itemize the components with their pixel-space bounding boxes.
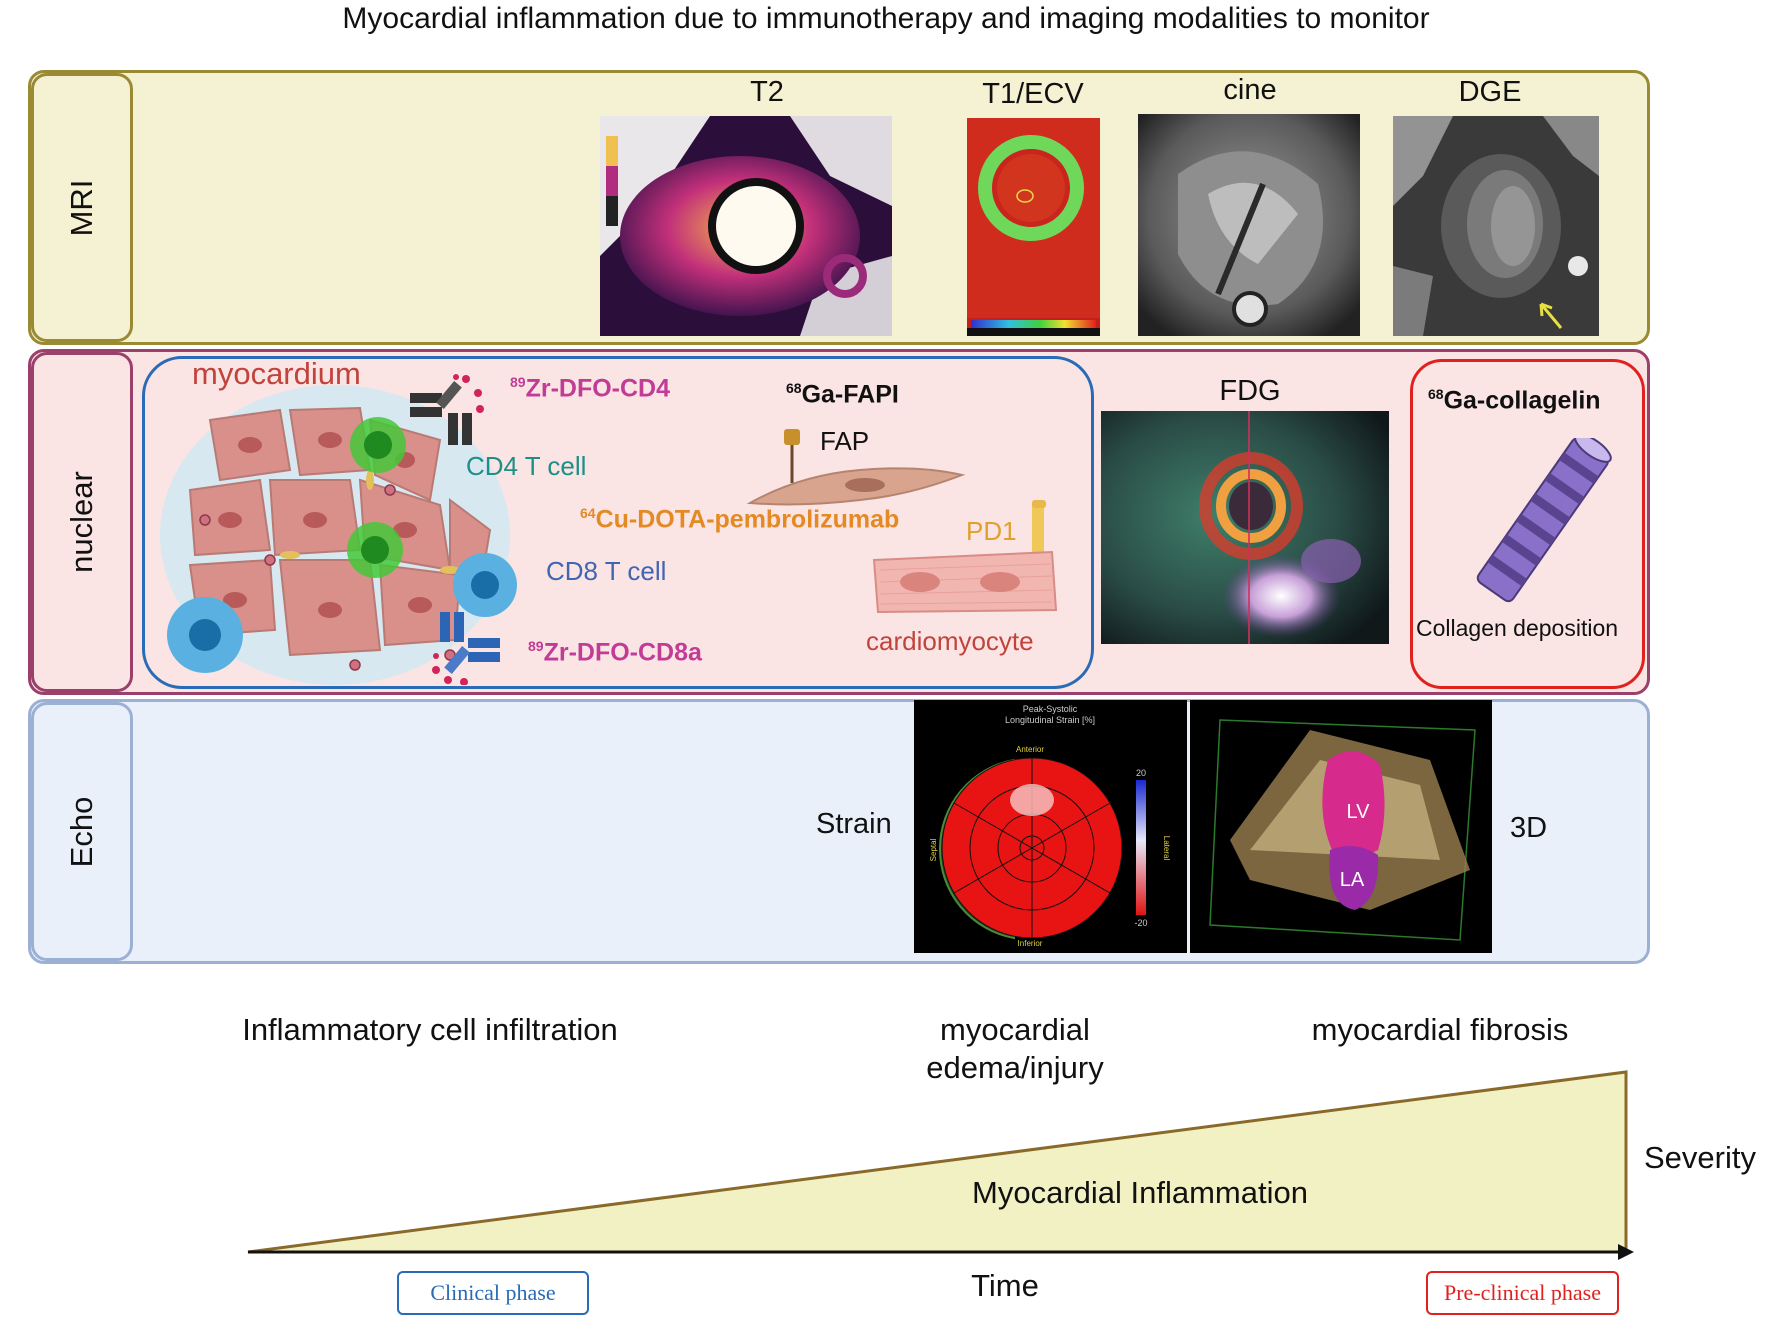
clinical-phase-badge: Clinical phase bbox=[397, 1271, 589, 1315]
collagen-fiber-icon bbox=[1468, 433, 1618, 608]
stage-edema-line2: edema/injury bbox=[926, 1050, 1104, 1085]
preclinical-phase-badge: Pre-clinical phase bbox=[1426, 1271, 1619, 1315]
time-label: Time bbox=[971, 1268, 1039, 1303]
fibroblast-illustration bbox=[740, 425, 970, 510]
triangle-label: Myocardial Inflammation bbox=[972, 1175, 1308, 1210]
cardiomyocyte-label: cardiomyocyte bbox=[866, 626, 1034, 656]
zr-cd4-tracer: 89Zr-DFO-CD4 bbox=[510, 374, 671, 403]
inflammation-triangle bbox=[240, 1066, 1640, 1286]
stage-infiltration: Inflammatory cell infiltration bbox=[242, 1012, 618, 1047]
strain-bullseye-image: Peak-Systolic Longitudinal Strain [%] An… bbox=[914, 700, 1187, 953]
t2-image bbox=[600, 116, 892, 336]
strain-septal: Septal bbox=[929, 838, 938, 861]
collagen-deposition-caption: Collagen deposition bbox=[1416, 615, 1619, 641]
zr-cd8-tracer: 89Zr-DFO-CD8a bbox=[528, 638, 702, 667]
pd1-label: PD1 bbox=[966, 516, 1017, 546]
stage-fibrosis: myocardial fibrosis bbox=[1311, 1012, 1569, 1047]
cd4-antibody-icon bbox=[408, 373, 488, 448]
cine-label: cine bbox=[1223, 74, 1277, 106]
strain-scale-top: 20 bbox=[1136, 768, 1146, 778]
echo-row-label: Echo bbox=[31, 702, 133, 961]
strain-scale-bottom: -20 bbox=[1134, 918, 1147, 928]
lv-label: LV bbox=[1347, 801, 1371, 823]
myocardium-panel bbox=[142, 356, 1094, 689]
cine-image bbox=[1138, 114, 1360, 336]
mri-row-label: MRI bbox=[31, 73, 133, 342]
la-label: LA bbox=[1340, 869, 1365, 891]
ga-fapi-tracer: 68Ga-FAPI bbox=[786, 380, 899, 409]
nuclear-label-text: nuclear bbox=[64, 471, 99, 573]
strain-inferior: Inferior bbox=[1018, 939, 1043, 948]
echo-3d-label: 3D bbox=[1510, 812, 1548, 844]
cd4-label: CD4 T cell bbox=[466, 451, 587, 481]
echo-3d-image: LV LA bbox=[1190, 700, 1492, 953]
strain-label: Strain bbox=[816, 808, 892, 840]
cu-pembrolizumab-tracer: 64Cu-DOTA-pembrolizumab bbox=[580, 505, 900, 534]
stage-edema-line1: myocardial bbox=[940, 1012, 1090, 1047]
t2-label: T2 bbox=[750, 76, 784, 108]
cd8-label: CD8 T cell bbox=[546, 556, 667, 586]
figure-title: Myocardial inflammation due to immunothe… bbox=[342, 2, 1430, 35]
dge-label: DGE bbox=[1458, 76, 1522, 108]
strain-lateral: Lateral bbox=[1162, 836, 1171, 861]
ga-collagelin-tracer: 68Ga-collagelin bbox=[1428, 386, 1601, 415]
fdg-image bbox=[1101, 411, 1389, 644]
t1-ecv-label: T1/ECV bbox=[982, 78, 1084, 110]
cd8-antibody-icon bbox=[430, 610, 510, 686]
strain-title-1: Peak-Systolic bbox=[1023, 704, 1078, 714]
strain-anterior: Anterior bbox=[1016, 745, 1044, 754]
echo-label-text: Echo bbox=[64, 796, 99, 867]
mri-label-text: MRI bbox=[64, 179, 99, 236]
myocardium-illustration bbox=[150, 380, 530, 690]
cardiomyocyte-illustration bbox=[870, 500, 1065, 618]
fdg-label: FDG bbox=[1219, 375, 1281, 407]
strain-title-2: Longitudinal Strain [%] bbox=[1005, 715, 1095, 725]
dge-image bbox=[1393, 116, 1599, 336]
severity-label: Severity bbox=[1644, 1140, 1756, 1175]
fap-label: FAP bbox=[820, 426, 870, 456]
collagelin-panel bbox=[1410, 359, 1645, 689]
myocardium-label: myocardium bbox=[192, 356, 361, 391]
t1-ecv-image bbox=[967, 118, 1100, 336]
nuclear-row-label: nuclear bbox=[31, 352, 133, 692]
